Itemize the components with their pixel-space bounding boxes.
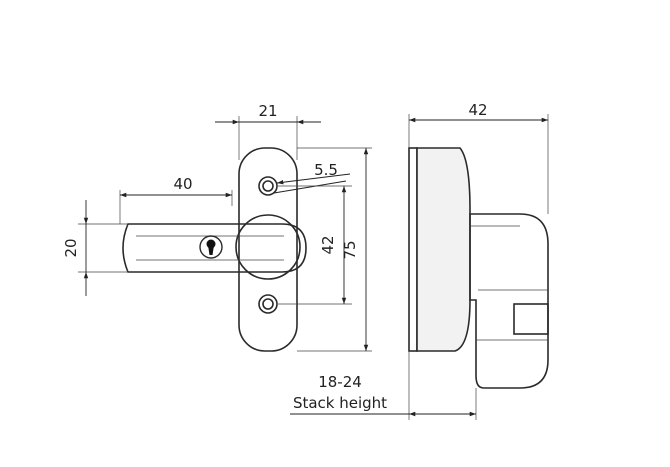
dim-label-42-depth: 42 bbox=[468, 101, 487, 119]
dim-label-5-5: 5.5 bbox=[314, 161, 338, 179]
dim-label-42-spacing: 42 bbox=[319, 235, 337, 254]
dim-plate-width: 21 bbox=[215, 102, 321, 160]
dim-stack-height: 18-24 Stack height bbox=[290, 351, 477, 420]
dim-label-40: 40 bbox=[173, 175, 192, 193]
dim-label-stack-height: Stack height bbox=[293, 394, 387, 412]
dim-label-75: 75 bbox=[341, 240, 359, 259]
dim-side-depth: 42 bbox=[408, 101, 549, 214]
mounting-hole-bottom bbox=[258, 294, 278, 314]
dim-handle-height: 20 bbox=[62, 200, 128, 296]
side-handle bbox=[469, 213, 549, 389]
dim-label-20: 20 bbox=[62, 238, 80, 257]
dim-label-stack-range: 18-24 bbox=[318, 373, 362, 391]
side-body bbox=[416, 147, 471, 352]
side-backplate bbox=[408, 147, 418, 352]
key-cylinder-icon bbox=[199, 235, 223, 259]
base-plate bbox=[238, 147, 298, 352]
dim-hole-diameter: 5.5 bbox=[273, 161, 351, 194]
dim-hole-spacing: 42 bbox=[278, 185, 352, 305]
dim-label-21: 21 bbox=[258, 102, 277, 120]
mounting-hole-top bbox=[258, 176, 278, 196]
front-view bbox=[122, 147, 307, 352]
side-view bbox=[408, 147, 549, 389]
handle-boss bbox=[235, 214, 301, 280]
dim-plate-height: 75 bbox=[297, 147, 372, 352]
handle bbox=[122, 223, 307, 273]
dim-handle-length: 40 bbox=[119, 175, 233, 224]
